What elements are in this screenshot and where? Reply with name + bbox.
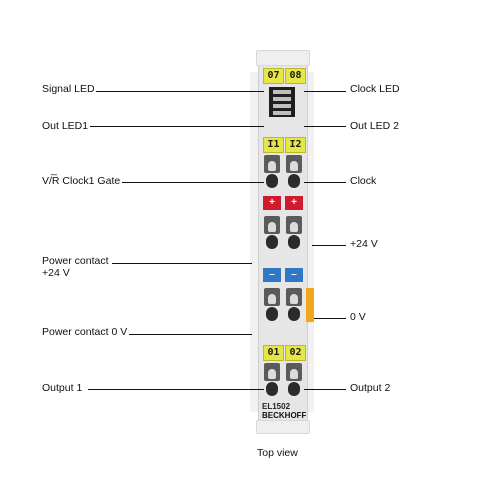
tag-02: 02 [285, 345, 306, 361]
leader-signal-led [96, 91, 264, 92]
leader-out-led1 [90, 126, 264, 127]
label-power-contact-0: Power contact 0 V [42, 326, 128, 338]
contact-hole [266, 235, 278, 249]
spring-port [286, 363, 302, 381]
minus-marker: – [263, 268, 281, 282]
tag-i2: I2 [285, 137, 306, 153]
leader-out-led2 [304, 126, 346, 127]
contact-hole [266, 174, 278, 188]
contact-hole [288, 174, 300, 188]
label-out-led2: Out LED 2 [350, 120, 400, 132]
led-block [269, 87, 295, 117]
spring-port [264, 155, 280, 173]
el1502-terminal-module: 07 08 I1 I2 + + – – 01 02 EL1502 BECKHOF… [250, 50, 314, 434]
plus-marker: + [263, 196, 281, 210]
leader-output2 [304, 389, 346, 390]
label-zero-v: 0 V [350, 311, 366, 323]
contact-hole [288, 235, 300, 249]
contact-hole [288, 307, 300, 321]
tag-i1: I1 [263, 137, 284, 153]
tag-08: 08 [285, 68, 306, 84]
leader-zero-v [314, 318, 346, 319]
left-rail [250, 72, 258, 412]
spring-port [286, 216, 302, 234]
spring-port [286, 155, 302, 173]
label-clock: Clock [350, 175, 377, 187]
label-power-contact-24: Power contact [42, 255, 109, 267]
minus-marker: – [285, 268, 303, 282]
tag-01: 01 [263, 345, 284, 361]
label-out-led1: Out LED1 [42, 120, 89, 132]
leader-clock-led [304, 91, 346, 92]
contact-hole [288, 382, 300, 396]
leader-vr-clock-gate [122, 182, 264, 183]
leader-output1 [88, 389, 264, 390]
label-vr-overline: _ [51, 164, 57, 176]
label-clock-led: Clock LED [350, 83, 400, 95]
label-output1: Output 1 [42, 382, 83, 394]
label-signal-led: Signal LED [42, 83, 95, 95]
label-plus24: +24 V [350, 238, 378, 250]
leader-clock [304, 182, 346, 183]
top-cap [256, 50, 310, 66]
leader-power-contact-24 [112, 263, 252, 264]
spring-port [264, 363, 280, 381]
bottom-cap [256, 420, 310, 434]
brand-name: BECKHOFF [262, 411, 307, 420]
leader-power-contact-0 [129, 334, 252, 335]
caption-top-view: Top view [257, 447, 298, 459]
spring-port [264, 288, 280, 306]
spring-port [286, 288, 302, 306]
tag-07: 07 [263, 68, 284, 84]
spring-port [264, 216, 280, 234]
contact-hole [266, 382, 278, 396]
model-number: EL1502 [262, 402, 291, 411]
leader-plus24 [312, 245, 346, 246]
right-rail [306, 72, 314, 412]
contact-hole [266, 307, 278, 321]
plus-marker: + [285, 196, 303, 210]
label-output2: Output 2 [350, 382, 391, 394]
label-vr-clock-gate: V/R Clock1 Gate [42, 175, 121, 187]
label-power-contact-24-value: +24 V [42, 267, 70, 279]
pe-contact [306, 288, 314, 322]
